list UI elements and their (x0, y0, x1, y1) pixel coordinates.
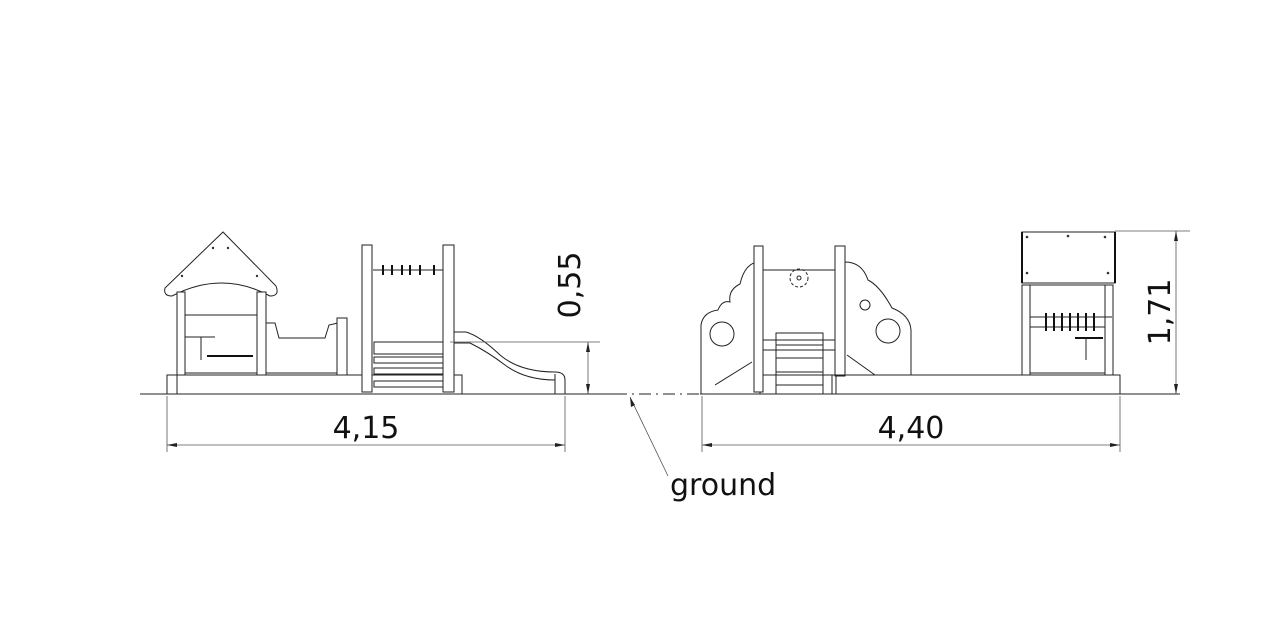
right-elevation-tower (700, 245, 912, 395)
left-elevation-tower (361, 244, 455, 393)
dimension-platform-height: 0,55 (450, 252, 600, 394)
gear-icon (789, 268, 809, 288)
left-elevation-slide (454, 331, 566, 394)
dimension-left-width: 4,15 (166, 396, 566, 452)
right-elevation-base (831, 374, 1121, 395)
ground-annotation: ground (629, 396, 776, 503)
dimension-label-right-width: 4,40 (878, 411, 945, 446)
ground-label: ground (670, 468, 776, 503)
dimension-label-total-height: 1,71 (1143, 279, 1178, 346)
dimension-label-left-width: 4,15 (333, 411, 400, 446)
right-elevation-house (1021, 231, 1116, 376)
left-elevation-playhouse (164, 231, 463, 395)
dimension-label-platform-height: 0,55 (553, 252, 588, 319)
dimension-right-width: 4,40 (701, 396, 1121, 452)
dimension-total-height: 1,71 (1115, 230, 1190, 394)
